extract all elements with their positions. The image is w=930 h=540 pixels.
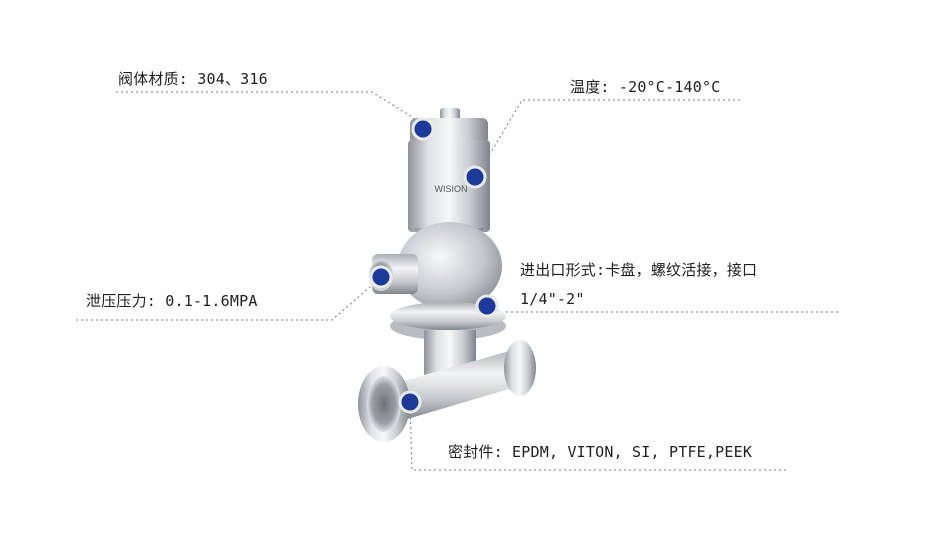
marker-temperature: [463, 165, 487, 189]
marker-connection: [475, 294, 499, 318]
valve-ball-body: [398, 222, 502, 310]
spec-label-connection-line1: 进出口形式:卡盘，螺纹活接，接口: [520, 261, 758, 279]
leader-line-temperature: [477, 99, 740, 175]
marker-material: [411, 117, 435, 141]
leader-line-material: [116, 91, 421, 123]
actuator-body: [408, 140, 490, 232]
leader-lines: [76, 91, 838, 471]
spec-label-seal: 密封件: EPDM, VITON, SI, PTFE,PEEK: [448, 443, 753, 461]
leader-line-pressure: [76, 279, 379, 321]
tee-horizontal-pipe: [392, 348, 526, 420]
spec-label-temperature: 温度: -20°C-140°C: [570, 78, 721, 96]
marker-pressure: [369, 265, 393, 289]
tee-right-flange: [504, 340, 536, 396]
spec-label-pressure: 泄压压力: 0.1-1.6MPA: [86, 292, 258, 310]
brand-mark: WISION: [435, 184, 468, 194]
marker-seal: [398, 390, 422, 414]
spec-label-material: 阀体材质: 304、316: [118, 70, 268, 88]
markers: [369, 117, 499, 414]
tee-left-bore: [367, 376, 401, 432]
spec-label-connection-line2: 1/4"-2": [520, 290, 585, 308]
